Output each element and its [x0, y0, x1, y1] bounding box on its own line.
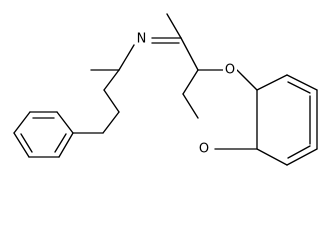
ring-oxygen-upper-label: O	[223, 63, 237, 78]
ring-oxygen-lower-label: O	[197, 141, 211, 157]
chemical-structure-diagram: N O O	[13, 13, 318, 166]
imine-group	[151, 13, 199, 71]
svg-text:O: O	[225, 63, 235, 78]
svg-text:N: N	[137, 32, 147, 47]
svg-text:O: O	[199, 142, 209, 157]
alkyl-chain	[72, 44, 135, 134]
phenyl-ring	[13, 111, 74, 158]
benzo-ring	[256, 74, 318, 166]
imine-nitrogen-label: N	[135, 31, 148, 47]
dioxane-ring	[182, 69, 258, 150]
